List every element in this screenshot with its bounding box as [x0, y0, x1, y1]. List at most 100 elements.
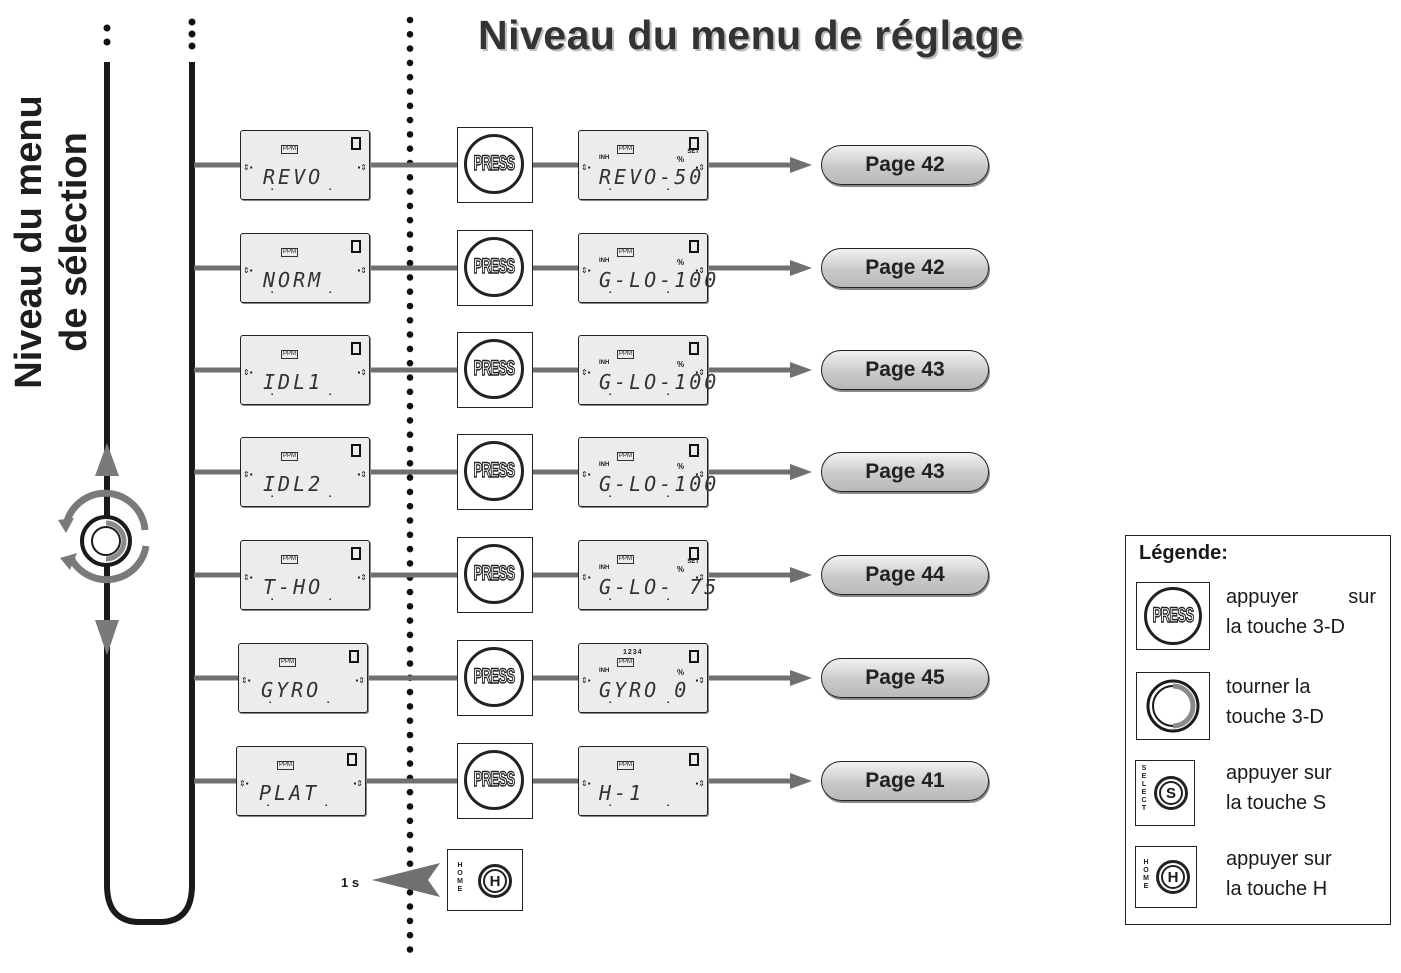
separator-dot [406, 359, 414, 367]
press-button[interactable]: PRESS [457, 230, 533, 306]
left-trim-icon: ⇕▪ [243, 573, 253, 582]
bottom-trim-icon: ▪ [271, 494, 274, 500]
separator-dot [406, 417, 414, 424]
ppm-indicator: PPM [617, 145, 635, 154]
page-reference[interactable]: Page 42 [821, 248, 989, 288]
right-trim-icon: ▪⇕ [357, 266, 367, 275]
arrow-head [790, 362, 812, 378]
left-trim-icon: ⇕▪ [581, 266, 591, 275]
bottom-trim-icon: ▪ [609, 494, 612, 500]
separator-dot [406, 73, 414, 81]
percent-indicator: % [677, 462, 685, 471]
right-trim-icon: ▪⇕ [695, 676, 705, 685]
separator-dot [406, 102, 414, 110]
press-icon: PRESS [464, 441, 524, 501]
scroll-down-arrow [95, 620, 119, 655]
bottom-trim-icon: ▪ [271, 597, 274, 603]
right-trim-icon: ▪⇕ [357, 470, 367, 479]
setting-display-text: REVO-50 [599, 165, 705, 189]
bottom-trim-icon: ▪ [667, 700, 670, 706]
left-trim-icon: ⇕▪ [581, 163, 591, 172]
press-button[interactable]: PRESS [457, 127, 533, 203]
page-reference[interactable]: Page 43 [821, 452, 989, 492]
legend-line: la touche H [1226, 878, 1328, 900]
ppm-indicator: PPM [277, 761, 295, 770]
menu-display-text: IDL1 [263, 370, 324, 394]
legend-line: touche 3-D [1226, 706, 1324, 728]
select-key-letter: S [1159, 781, 1183, 805]
page-reference[interactable]: Page 43 [821, 350, 989, 390]
separator-dot [406, 517, 414, 524]
separator-dot [406, 331, 414, 338]
loop-dot [188, 18, 196, 26]
separator-dot [406, 245, 414, 253]
separator-dot [406, 731, 414, 739]
scroll-up-arrow [95, 443, 119, 476]
right-trim-icon: ▪⇕ [695, 573, 705, 582]
separator-dot [406, 889, 414, 896]
press-button[interactable]: PRESS [457, 743, 533, 819]
right-trim-icon: ▪⇕ [355, 676, 365, 685]
bottom-trim-icon: ▪ [667, 494, 670, 500]
separator-dot [406, 831, 414, 839]
set-indicator: SET [687, 559, 699, 565]
bottom-trim-icon: ▪ [325, 803, 328, 809]
bottom-trim-icon: ▪ [609, 597, 612, 603]
right-trim-icon: ▪⇕ [695, 470, 705, 479]
battery-icon [689, 547, 699, 560]
separator-dot [406, 903, 414, 910]
battery-icon [689, 240, 699, 253]
left-trim-icon: ⇕▪ [243, 368, 253, 377]
press-button[interactable]: PRESS [457, 332, 533, 408]
press-button[interactable]: PRESS [457, 537, 533, 613]
menu-display-text: IDL2 [263, 472, 324, 496]
battery-icon [689, 650, 699, 663]
separator-dot [406, 760, 414, 767]
page-reference[interactable]: Page 45 [821, 658, 989, 698]
bottom-trim-icon: ▪ [329, 392, 332, 398]
separator-dot [406, 488, 414, 496]
separator-dot [406, 946, 414, 953]
separator-dot [406, 545, 414, 553]
bottom-trim-icon: ▪ [609, 187, 612, 193]
legend-title: Légende: [1139, 542, 1228, 564]
legend-rotate-icon [1136, 672, 1210, 740]
side-title-line1: Niveau du menu [8, 95, 50, 389]
inh-indicator: INH [599, 668, 610, 674]
press-button[interactable]: PRESS [457, 434, 533, 510]
right-trim-icon: ▪⇕ [695, 779, 705, 788]
right-trim-icon: ▪⇕ [695, 266, 705, 275]
press-button[interactable]: PRESS [457, 640, 533, 716]
bottom-trim-icon: ▪ [329, 187, 332, 193]
separator-dot [406, 531, 414, 539]
bottom-trim-icon: ▪ [609, 803, 612, 809]
bottom-trim-icon: ▪ [609, 290, 612, 296]
separator-dot [406, 202, 414, 210]
press-label: PRESS [473, 561, 516, 585]
separator-dot [406, 31, 414, 38]
ppm-indicator: PPM [617, 350, 635, 359]
page-reference[interactable]: Page 42 [821, 145, 989, 185]
legend-text-home: appuyer sur la touche H [1226, 844, 1376, 904]
bottom-trim-icon: ▪ [667, 187, 670, 193]
page-reference[interactable]: Page 41 [821, 761, 989, 801]
selection-loop [104, 62, 195, 925]
bottom-trim-icon: ▪ [327, 700, 330, 706]
page-reference[interactable]: Page 44 [821, 555, 989, 595]
switch-indicator: 1234 [623, 649, 643, 656]
separator-dot [406, 345, 414, 353]
battery-icon [351, 240, 361, 253]
ppm-indicator: PPM [617, 658, 635, 667]
press-icon: PRESS [464, 237, 524, 297]
setting-display-text: G-LO-100 [599, 268, 720, 292]
menu-lcd-display: PPM⇕▪▪⇕▪▪IDL1 [240, 335, 370, 405]
